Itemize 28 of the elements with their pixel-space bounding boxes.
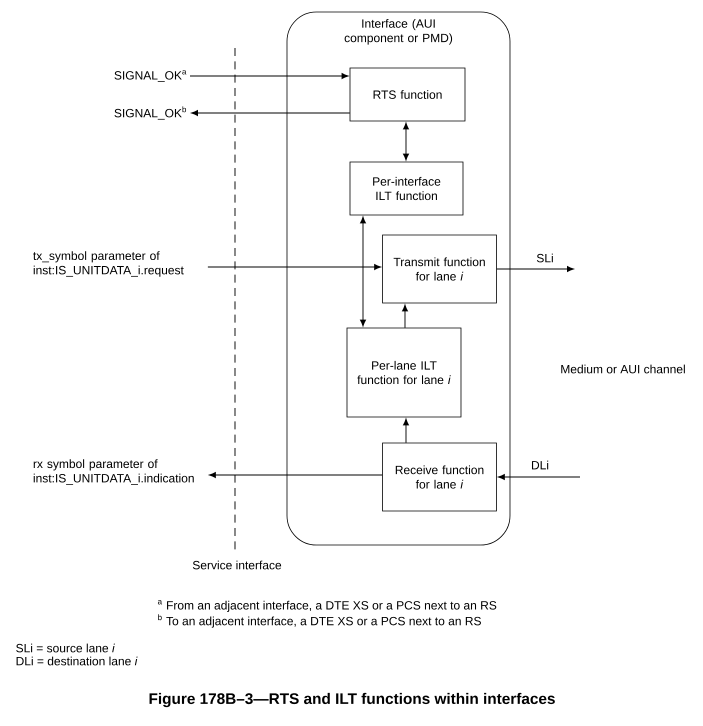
process-box: RTS function [350,68,466,122]
footnote: $^{a}$ From an adjacent interface, a DTE XS or a PCS next to an RS [158,600,496,612]
text-label: Service interface [192,560,282,570]
arrow [191,110,350,116]
arrow [403,122,409,160]
caption: Figure 178B–3—RTS and ILT functions within interfaces [150,692,555,708]
arrow [190,73,348,79]
note: DLi = destination lane i [16,656,138,666]
arrow [496,266,574,272]
arrow [402,304,408,328]
process-box: Per-lane ILT function for lane i [346,328,462,418]
parameter-label: rx symbol parameter of inst:IS_UNITDATA_i.indication [34,459,194,485]
signal-label: SIGNAL_OK$^{b}$ [114,106,186,120]
arrow [207,264,381,270]
arrow [498,474,580,480]
arrow [209,472,383,478]
footnote: $^{b}$ To an adjacent interface, a DTE XS or a PCS next to an RS [158,614,481,628]
edge-label: DLi [532,460,548,470]
parameter-label: tx_symbol parameter of inst:IS_UNITDATA_i.request [33,251,184,277]
process-box: Receive function for lane i [382,442,497,512]
arrow [403,418,409,444]
signal-label: SIGNAL_OK$^{a}$ [114,70,186,82]
arrow [360,216,366,326]
edge-label: SLi [536,254,553,262]
note: SLi = source lane i [16,644,115,652]
process-box: Per-interface ILT function [350,162,464,216]
process-box: Transmit function for lane i [382,234,497,304]
text-label: Medium or AUI channel [561,364,685,374]
